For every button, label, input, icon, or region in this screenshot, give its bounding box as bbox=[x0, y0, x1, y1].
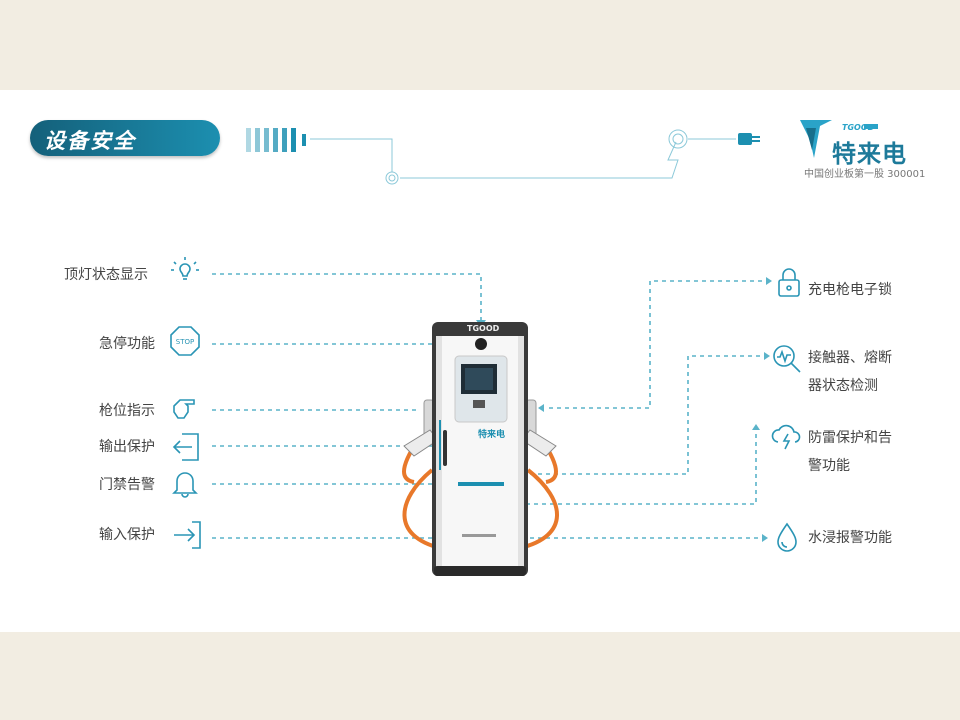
logo-tagline: 中国创业板第一股 300001 bbox=[804, 169, 926, 180]
logo-bar-icon bbox=[864, 124, 878, 129]
logo-brand-name: 特来电 bbox=[832, 140, 907, 168]
feature-lightning-protection-label-line2: 警功能 bbox=[808, 458, 850, 474]
lock-icon bbox=[778, 268, 800, 297]
paper-background-bottom bbox=[0, 632, 960, 720]
bulb-icon bbox=[171, 257, 199, 280]
feature-output-protection-label: 输出保护 bbox=[99, 439, 155, 455]
feature-contactor-check-label-line2: 器状态检测 bbox=[808, 378, 878, 394]
magnifier-wave-icon bbox=[773, 345, 801, 373]
paper-background-top bbox=[0, 0, 960, 90]
pointing-hand-icon bbox=[173, 399, 195, 419]
feature-input-protection-label: 输入保护 bbox=[99, 527, 155, 543]
arrow-in-icon bbox=[174, 521, 201, 549]
feature-top-light-label: 顶灯状态显示 bbox=[64, 267, 148, 283]
feature-lightning-protection-label-line1: 防雷保护和告 bbox=[808, 430, 892, 446]
arrow-out-icon bbox=[172, 433, 199, 461]
charger-illustration bbox=[402, 322, 559, 576]
water-drop-icon bbox=[777, 522, 797, 552]
feature-emergency-stop-label: 急停功能 bbox=[99, 336, 155, 352]
logo-brand-mark: TGOOD bbox=[842, 123, 875, 132]
connector-lines bbox=[212, 273, 762, 539]
battery-bars-icon bbox=[246, 128, 306, 152]
circuit-line-decoration bbox=[310, 129, 736, 185]
feature-contactor-check-label-line1: 接触器、熔断 bbox=[808, 350, 892, 366]
title-banner bbox=[30, 120, 220, 156]
feature-gun-position-label: 枪位指示 bbox=[99, 403, 155, 419]
lightning-cloud-icon bbox=[771, 424, 801, 450]
stop-sign-icon: STOP bbox=[170, 326, 200, 356]
logo-mark-icon bbox=[800, 120, 832, 158]
charger-screen-brand: 特来电 bbox=[478, 430, 506, 440]
charger-top-label: TGOOD bbox=[467, 324, 500, 333]
feature-door-alarm-label: 门禁告警 bbox=[99, 477, 155, 493]
bell-icon bbox=[172, 472, 198, 498]
feature-water-alarm-label: 水浸报警功能 bbox=[808, 530, 892, 546]
page-title: 设备安全 bbox=[44, 129, 136, 153]
svg-text:STOP: STOP bbox=[176, 338, 194, 346]
plug-icon bbox=[738, 133, 760, 145]
feature-gun-lock-label: 充电枪电子锁 bbox=[808, 282, 892, 298]
